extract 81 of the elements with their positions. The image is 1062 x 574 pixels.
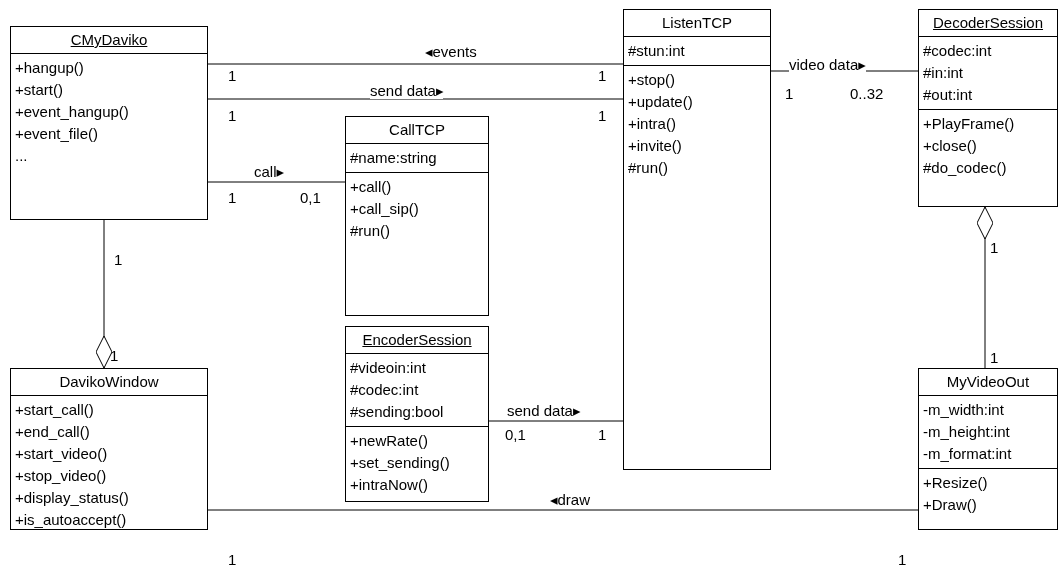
method-text: +event_file() xyxy=(15,124,99,144)
edge-label: ◂draw xyxy=(550,492,591,508)
class-box xyxy=(345,326,489,502)
method-text: +display_status() xyxy=(15,488,130,508)
method-text: +close() xyxy=(923,136,978,156)
class-name: EncoderSession xyxy=(362,331,472,349)
method-text: +start_video() xyxy=(15,444,109,464)
aggregation-line xyxy=(95,219,113,369)
multiplicity: 0..32 xyxy=(850,86,884,102)
method-text: #run() xyxy=(628,158,669,178)
attribute-text: #videoin:int xyxy=(350,358,427,378)
multiplicity: 1 xyxy=(785,86,794,102)
attribute-text: #in:int xyxy=(923,63,965,83)
edge-label: send data▸ xyxy=(507,403,581,419)
method-text: +is_autoaccept() xyxy=(15,510,128,530)
class-name: MyVideoOut xyxy=(946,373,1030,391)
class-box xyxy=(623,9,771,470)
attribute-text: -m_format:int xyxy=(923,444,1013,464)
multiplicity: 1 xyxy=(990,350,999,366)
class-box xyxy=(345,116,489,316)
multiplicity: 1 xyxy=(598,108,607,124)
method-text: +hangup() xyxy=(15,58,85,78)
multiplicity: 1 xyxy=(228,552,237,568)
edge-label: send data▸ xyxy=(370,83,444,99)
multiplicity: 0,1 xyxy=(505,427,526,443)
multiplicity: 1 xyxy=(598,427,607,443)
method-text: +call_sip() xyxy=(350,199,420,219)
method-text: +start_call() xyxy=(15,400,95,420)
method-text: ... xyxy=(15,146,29,166)
method-text: +Resize() xyxy=(923,473,989,493)
attribute-text: #codec:int xyxy=(350,380,420,400)
class-name: CallTCP xyxy=(389,121,445,139)
method-text: +call() xyxy=(350,177,393,197)
method-text: +end_call() xyxy=(15,422,91,442)
multiplicity: 1 xyxy=(228,190,237,206)
multiplicity: 1 xyxy=(990,240,999,256)
multiplicity: 1 xyxy=(598,68,607,84)
association-line xyxy=(207,98,624,100)
class-name: DecoderSession xyxy=(932,14,1044,32)
method-text: +stop() xyxy=(628,70,677,90)
method-text: #run() xyxy=(350,221,391,241)
multiplicity: 1 xyxy=(114,252,123,268)
class-box xyxy=(10,368,208,530)
multiplicity: 1 xyxy=(228,68,237,84)
method-text: +update() xyxy=(628,92,694,112)
multiplicity: 1 xyxy=(898,552,907,568)
attribute-text: #name:string xyxy=(350,148,438,168)
method-text: +newRate() xyxy=(350,431,429,451)
class-name: ListenTCP xyxy=(662,14,732,32)
method-text: +start() xyxy=(15,80,64,100)
method-text: +invite() xyxy=(628,136,683,156)
method-text: +PlayFrame() xyxy=(923,114,1016,134)
attribute-text: -m_height:int xyxy=(923,422,1011,442)
multiplicity: 1 xyxy=(110,348,119,364)
association-line xyxy=(488,420,624,422)
method-text: +intraNow() xyxy=(350,475,429,495)
method-text: #do_codec() xyxy=(923,158,1008,178)
class-box xyxy=(918,368,1058,530)
class-box xyxy=(10,26,208,220)
edge-label: ◂events xyxy=(425,44,477,60)
multiplicity: 1 xyxy=(228,108,237,124)
association-line xyxy=(207,509,919,511)
method-text: +intra() xyxy=(628,114,677,134)
attribute-text: -m_width:int xyxy=(923,400,1005,420)
class-name: CMyDaviko xyxy=(70,31,148,49)
method-text: +Draw() xyxy=(923,495,978,515)
method-text: +set_sending() xyxy=(350,453,451,473)
attribute-text: #sending:bool xyxy=(350,402,445,422)
method-text: +stop_video() xyxy=(15,466,108,486)
association-line xyxy=(207,63,624,65)
attribute-text: #stun:int xyxy=(628,41,686,61)
edge-label: video data▸ xyxy=(789,57,866,73)
class-name: DavikoWindow xyxy=(59,373,159,391)
multiplicity: 0,1 xyxy=(300,190,321,206)
association-line xyxy=(207,181,346,183)
method-text: +event_hangup() xyxy=(15,102,130,122)
edge-label: call▸ xyxy=(254,164,285,180)
aggregation-line xyxy=(976,206,994,369)
class-box xyxy=(918,9,1058,207)
attribute-text: #out:int xyxy=(923,85,974,105)
attribute-text: #codec:int xyxy=(923,41,993,61)
